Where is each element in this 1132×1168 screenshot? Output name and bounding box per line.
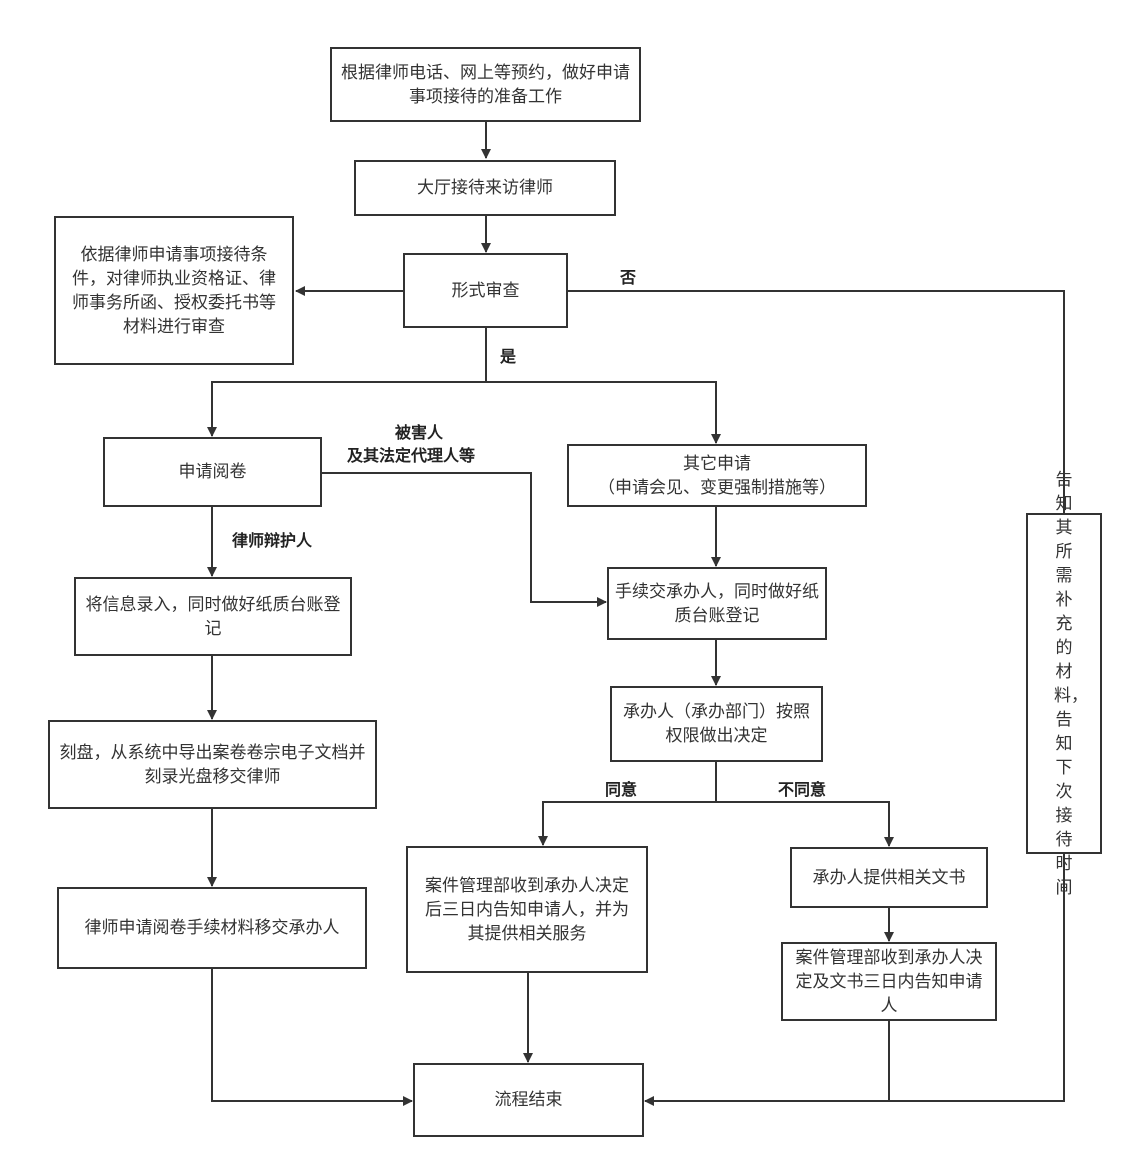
review-basis-text: 依据律师申请事项接待条件，对律师执业资格证、律师事务所函、授权委托书等材料进行审… [72, 244, 276, 337]
line-yes-branch [207, 327, 487, 437]
prepare-node: 根据律师电话、网上等预约，做好申请事项接待的准备工作 [330, 47, 641, 122]
handover-text: 手续交承办人，同时做好纸质台账登记 [615, 581, 819, 626]
handover-node: 手续交承办人，同时做好纸质台账登记 [607, 567, 827, 640]
label-agree: 同意 [605, 780, 638, 799]
line-yes-to-other [486, 381, 721, 444]
provide-docs-text: 承办人提供相关文书 [812, 867, 966, 888]
line-disagree-branch [716, 801, 894, 847]
label-yes: 是 [500, 347, 517, 366]
label-victim-line1: 被害人 [395, 423, 444, 442]
enter-info-text: 将信息录入，同时做好纸质台账登记 [85, 594, 341, 639]
line-no-branch [567, 290, 1065, 513]
notify-agree-text: 案件管理部收到承办人决定后三日内告知申请人，并为其提供相关服务 [425, 875, 629, 944]
apply-read-node: 申请阅卷 [103, 437, 322, 507]
other-apply-node: 其它申请 （申请会见、变更强制措施等） [567, 444, 867, 507]
lawyer-transfer-node: 律师申请阅卷手续材料移交承办人 [57, 887, 367, 969]
notify-missing-text: 告知其所需补充的材料，告知下次接待时间 [1054, 469, 1088, 898]
review-basis-node: 依据律师申请事项接待条件，对律师执业资格证、律师事务所函、授权委托书等材料进行审… [54, 216, 294, 365]
decision-node: 承办人（承办部门）按照权限做出决定 [610, 686, 823, 762]
decision-text: 承办人（承办部门）按照权限做出决定 [623, 702, 810, 746]
formal-review-node: 形式审查 [403, 253, 568, 328]
label-no: 否 [620, 268, 637, 287]
reception-text: 大厅接待来访律师 [417, 178, 553, 198]
label-defense-lawyer: 律师辩护人 [232, 531, 313, 550]
arrow-victim-to-handover [321, 472, 607, 607]
end-text: 流程结束 [494, 1090, 563, 1110]
notify-agree-node: 案件管理部收到承办人决定后三日内告知申请人，并为其提供相关服务 [406, 846, 648, 973]
apply-read-text: 申请阅卷 [178, 462, 247, 482]
burn-disc-text: 刻盘，从系统中导出案卷卷宗电子文档并刻录光盘移交律师 [59, 742, 366, 787]
provide-docs-node: 承办人提供相关文书 [790, 847, 988, 908]
arrow-missing-to-end [644, 853, 1065, 1106]
end-node: 流程结束 [413, 1063, 644, 1137]
notify-disagree-node: 案件管理部收到承办人决定及文书三日内告知申请人 [781, 942, 997, 1021]
prepare-text: 根据律师电话、网上等预约，做好申请事项接待的准备工作 [341, 62, 630, 107]
burn-disc-node: 刻盘，从系统中导出案卷卷宗电子文档并刻录光盘移交律师 [48, 720, 377, 809]
other-apply-title: 其它申请 [683, 453, 751, 474]
enter-info-node: 将信息录入，同时做好纸质台账登记 [74, 577, 352, 656]
arrow-transfer-to-end [211, 968, 413, 1106]
lawyer-transfer-text: 律师申请阅卷手续材料移交承办人 [84, 918, 340, 938]
reception-node: 大厅接待来访律师 [354, 160, 616, 216]
label-victim-line2: 及其法定代理人等 [347, 446, 476, 465]
notify-disagree-text: 案件管理部收到承办人决定及文书三日内告知申请人 [795, 947, 983, 1016]
label-disagree: 不同意 [778, 780, 827, 799]
line-decision-split [538, 761, 717, 846]
notify-missing-node: 告知其所需补充的材料，告知下次接待时间 [1026, 470, 1102, 898]
formal-review-text: 形式审查 [451, 280, 520, 301]
other-apply-detail: （申请会见、变更强制措施等） [598, 477, 836, 498]
